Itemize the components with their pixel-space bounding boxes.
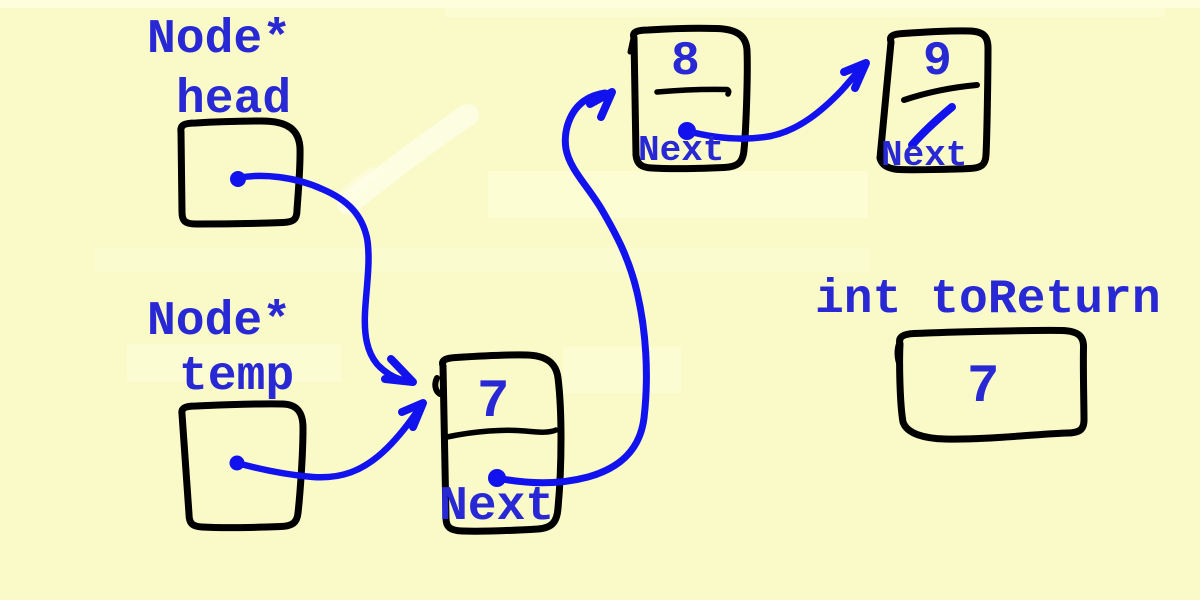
node8-next-arrowhead [840,59,870,92]
light-band-top-right [445,2,1165,17]
node7-next-arrowhead [586,88,616,121]
eraser-swoosh [337,104,479,215]
light-band-middle [488,171,868,218]
temp-type-label: Node* [147,295,292,349]
node8-left-tick [627,35,636,55]
temp-arrow [233,409,420,481]
toreturn-label: int toReturn [815,273,1161,327]
node7-box [439,351,565,535]
node9-box [876,27,992,174]
head-arrow [234,172,407,384]
toreturn-left-tick [894,338,903,366]
node8-box [630,24,751,173]
light-band-top [0,0,1200,8]
node7-next-label: Next [439,480,555,534]
light-band-wide [95,248,870,272]
node7-next-dot [488,469,506,487]
node8-next-dot [678,122,696,140]
node9-null-slash [908,103,956,149]
node7-divider-line [444,427,559,440]
head-name-label: head [176,73,292,127]
background-highlights [0,0,1200,393]
node8-next-label: Next [638,130,725,171]
light-band-node7 [563,347,681,393]
node8-value: 8 [671,35,700,89]
toreturn-box [896,326,1088,443]
head-pointer-dot [230,171,246,187]
head-pointer-box [177,117,304,228]
node9-value: 9 [923,35,952,89]
node8-next-arrow [683,64,865,142]
node7-next-arrow [493,89,650,487]
toreturn-value: 7 [967,357,1000,418]
pointer-dots [229,122,696,487]
node7-left-tick [432,375,443,397]
eraser-swoosh-small [336,167,378,204]
head-arrowhead [381,355,417,386]
temp-arrowhead [398,399,427,431]
temp-name-label: temp [179,350,295,404]
arrows [233,59,956,487]
node9-next-label: Next [881,135,968,176]
head-type-label: Node* [147,13,292,67]
temp-pointer-dot [229,455,245,471]
node9-divider-line [901,82,980,103]
light-band-temp [127,344,342,382]
node7-value: 7 [477,372,510,433]
node8-divider-line [654,86,732,97]
